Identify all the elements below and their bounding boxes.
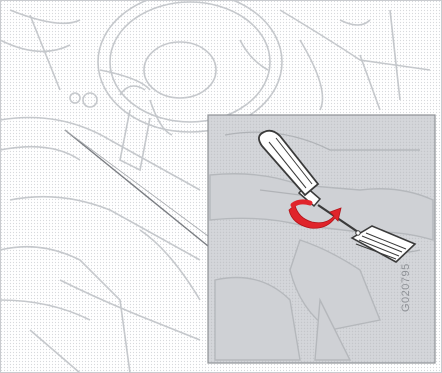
- reference-code: G020795: [400, 252, 414, 312]
